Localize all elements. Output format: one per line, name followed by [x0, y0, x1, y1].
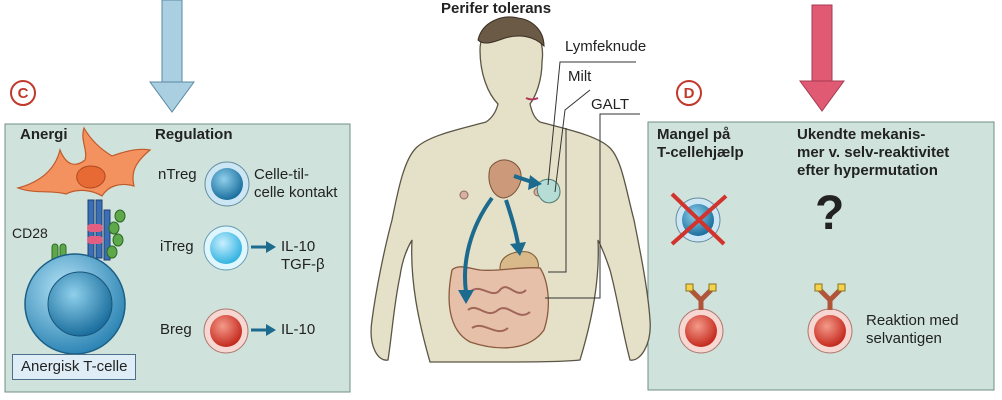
label-galt: GALT	[591, 96, 630, 113]
col1-heading-line1: Mangel på	[657, 126, 731, 143]
anergic-t-cell-label: Anergisk T-celle	[12, 354, 137, 380]
b-cell-2	[807, 283, 853, 354]
breg-arrow	[251, 324, 276, 336]
itreg-arrow	[251, 241, 276, 253]
breg-effect: IL-10	[281, 321, 316, 338]
ntreg-label: nTreg	[158, 166, 197, 183]
regulation-heading: Regulation	[155, 126, 233, 143]
reaction-line1: Reaktion med	[866, 312, 959, 329]
col2-heading-line2: mer v. selv-reaktivitet	[797, 144, 950, 161]
arrow-head-2	[510, 242, 526, 256]
col2-heading-line1: Ukendte mekanis-	[797, 126, 926, 143]
col2-heading-line3: efter hypermutation	[797, 162, 938, 179]
anergy-heading: Anergi	[20, 126, 68, 143]
anergic-t-cell	[24, 253, 126, 355]
unknown-question-mark: ?	[815, 187, 845, 240]
itreg-label: iTreg	[160, 238, 194, 255]
itreg-effect-line2: TGF-β	[281, 256, 325, 273]
title: Perifer tolerans	[441, 0, 552, 17]
label-lymph-node: Lymfeknude	[565, 38, 647, 55]
arrow-head-1	[458, 290, 474, 304]
dendritic-cell	[16, 126, 152, 197]
blue-down-arrow	[149, 0, 195, 113]
itreg-effect-line1: IL-10	[281, 238, 316, 255]
marker-d: D	[676, 80, 702, 106]
ntreg-effect-line2: celle kontakt	[254, 184, 338, 201]
leader-lines	[545, 61, 640, 299]
body-arrows	[463, 174, 533, 293]
ntreg-effect-line1: Celle-til-	[254, 166, 310, 183]
red-down-arrow	[799, 4, 845, 112]
breg-label: Breg	[160, 321, 192, 338]
arrow-head-3	[528, 175, 542, 190]
label-spleen: Milt	[568, 68, 592, 85]
cd28-label: CD28	[12, 225, 48, 241]
human-body	[370, 16, 651, 363]
b-cell-1	[678, 283, 724, 354]
col1-heading-line2: T-cellehjælp	[657, 144, 744, 161]
reaction-line2: selvantigen	[866, 330, 942, 347]
marker-c: C	[10, 80, 36, 106]
missing-t-cell	[670, 192, 728, 246]
